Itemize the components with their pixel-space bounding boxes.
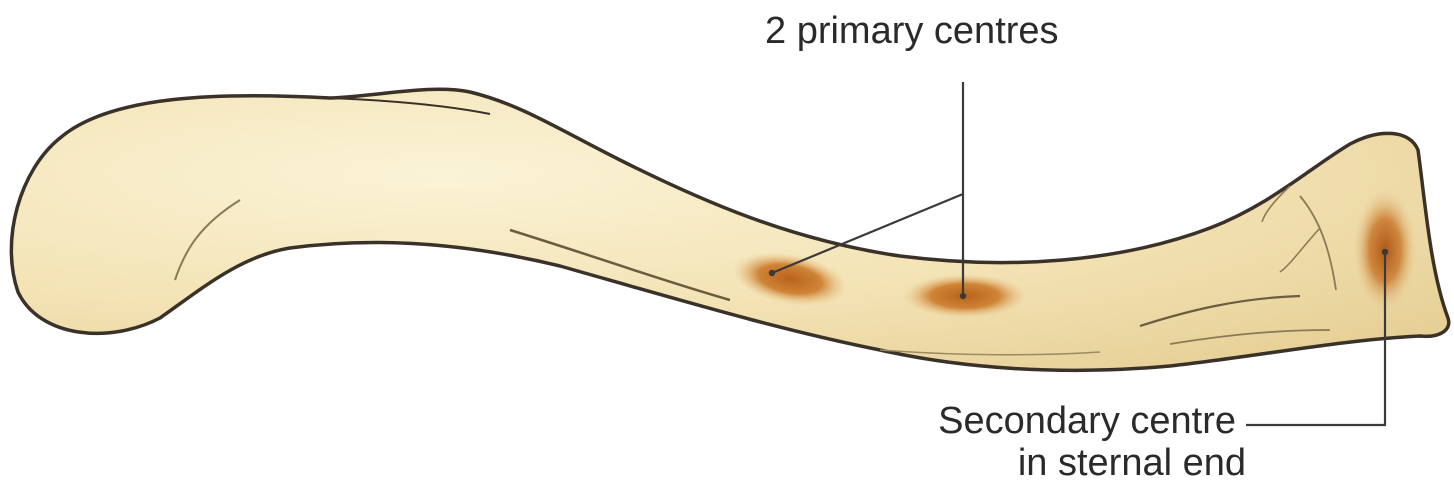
clavicle-bone [11,89,1448,370]
label-secondary-centre: Secondary centre [938,398,1236,444]
label-sternal-end: in sternal end [1018,440,1246,486]
leader-dot-medial [960,293,966,299]
leader-dot-secondary [1382,249,1388,255]
label-primary-centres: 2 primary centres [765,8,1059,54]
leader-dot-lateral [769,270,775,276]
